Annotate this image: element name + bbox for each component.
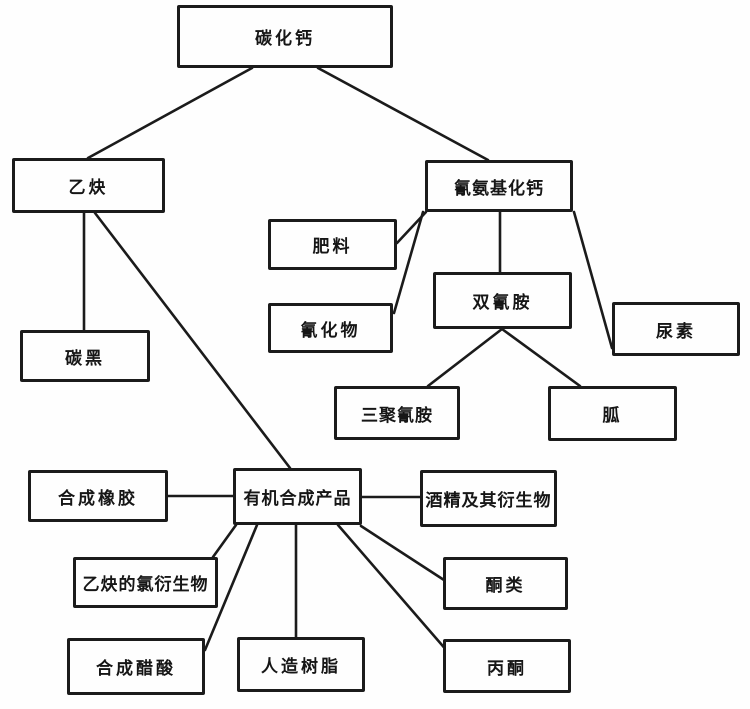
node-guanidine: 胍 xyxy=(548,386,677,441)
node-melamine: 三聚氰胺 xyxy=(334,386,460,440)
node-carbon-black: 碳黑 xyxy=(20,330,150,382)
edge-organic-synthesis-products-ketones xyxy=(359,524,446,582)
node-cyanide: 氰化物 xyxy=(268,303,393,353)
node-fertilizer: 肥料 xyxy=(268,219,397,270)
edge-calcium-carbide-acetylene xyxy=(86,66,254,160)
edge-organic-synthesis-products-acetylene-chlorine-derivatives xyxy=(211,523,238,559)
node-acetylene-chlorine-derivatives: 乙炔的氯衍生物 xyxy=(73,557,218,608)
node-organic-synthesis-products: 有机合成产品 xyxy=(233,468,362,525)
node-synthetic-rubber: 合成橡胶 xyxy=(28,470,168,522)
node-artificial-resin: 人造树脂 xyxy=(237,637,365,692)
node-calcium-carbide: 碳化钙 xyxy=(177,5,393,68)
edge-calcium-carbide-calcium-cyanamide xyxy=(316,66,490,162)
edge-calcium-cyanamide-urea xyxy=(572,210,614,350)
node-urea: 尿素 xyxy=(612,302,740,356)
edge-organic-synthesis-products-synthetic-acetic-acid xyxy=(203,523,259,652)
node-acetylene: 乙炔 xyxy=(12,158,165,213)
node-calcium-cyanamide: 氰氨基化钙 xyxy=(425,160,573,212)
edge-acetylene-organic-synthesis-products xyxy=(93,211,292,470)
node-dicyandiamide: 双氰胺 xyxy=(433,272,572,329)
edge-dicyandiamide-guanidine xyxy=(500,327,582,388)
node-ketones: 酮类 xyxy=(443,557,568,610)
edge-calcium-cyanamide-cyanide xyxy=(392,210,425,315)
node-synthetic-acetic-acid: 合成醋酸 xyxy=(67,638,205,695)
node-alcohol-and-derivatives: 酒精及其衍生物 xyxy=(420,470,557,527)
node-acetone: 丙酮 xyxy=(443,639,571,693)
edge-organic-synthesis-products-acetone xyxy=(336,523,450,654)
edge-dicyandiamide-melamine xyxy=(426,327,504,388)
